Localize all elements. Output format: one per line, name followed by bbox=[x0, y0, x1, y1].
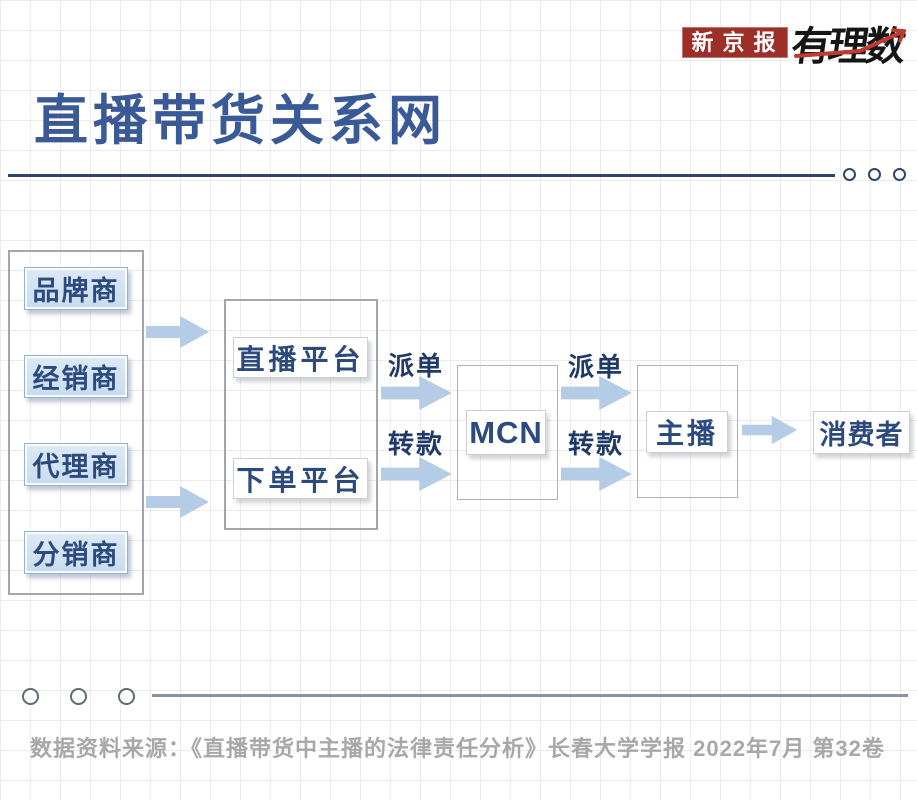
supplier-box-agent: 代理商 bbox=[24, 443, 128, 486]
decor-circle bbox=[22, 688, 39, 705]
edge-label-transfer: 转款 bbox=[568, 429, 625, 459]
consumer-box: 消费者 bbox=[813, 411, 910, 454]
page-title: 直播带货关系网 bbox=[34, 91, 447, 151]
arrow-right-icon bbox=[146, 315, 210, 349]
edge-label-dispatch: 派单 bbox=[568, 352, 625, 382]
decor-circle bbox=[70, 688, 87, 705]
title-divider bbox=[8, 174, 835, 177]
arrow-right-icon bbox=[561, 375, 633, 411]
platform-box-order: 下单平台 bbox=[233, 458, 368, 499]
red-trend-stroke-icon bbox=[794, 28, 906, 58]
brand-script-logo: 有理数 bbox=[788, 10, 912, 69]
edge-label-dispatch: 派单 bbox=[388, 351, 445, 381]
data-source-note: 数据资料来源：《直播带货中主播的法律责任分析》长春大学学报 2022年7月 第3… bbox=[30, 736, 885, 761]
supplier-box-brand: 品牌商 bbox=[24, 267, 128, 310]
arrow-right-icon bbox=[381, 375, 453, 411]
footer-divider bbox=[152, 694, 908, 697]
arrow-right-icon bbox=[742, 415, 798, 445]
decor-circle bbox=[893, 168, 906, 181]
decor-circle bbox=[868, 168, 881, 181]
edge-label-transfer: 转款 bbox=[388, 429, 445, 459]
arrow-right-icon bbox=[561, 456, 633, 492]
mcn-box: MCN bbox=[466, 410, 546, 455]
platform-box-live: 直播平台 bbox=[233, 337, 368, 378]
decor-circle bbox=[843, 168, 856, 181]
brand-badge: 新京报 bbox=[682, 27, 788, 58]
suppliers-group-frame bbox=[8, 250, 144, 595]
arrow-right-icon bbox=[146, 485, 210, 519]
decor-circle bbox=[118, 688, 135, 705]
supplier-box-dealer: 经销商 bbox=[24, 355, 128, 398]
platforms-group-frame bbox=[224, 299, 378, 530]
supplier-box-distributor: 分销商 bbox=[24, 531, 128, 574]
anchor-box: 主播 bbox=[646, 411, 728, 453]
mcn-group-frame bbox=[457, 365, 558, 500]
arrow-right-icon bbox=[381, 456, 453, 492]
anchor-group-frame bbox=[637, 365, 738, 498]
